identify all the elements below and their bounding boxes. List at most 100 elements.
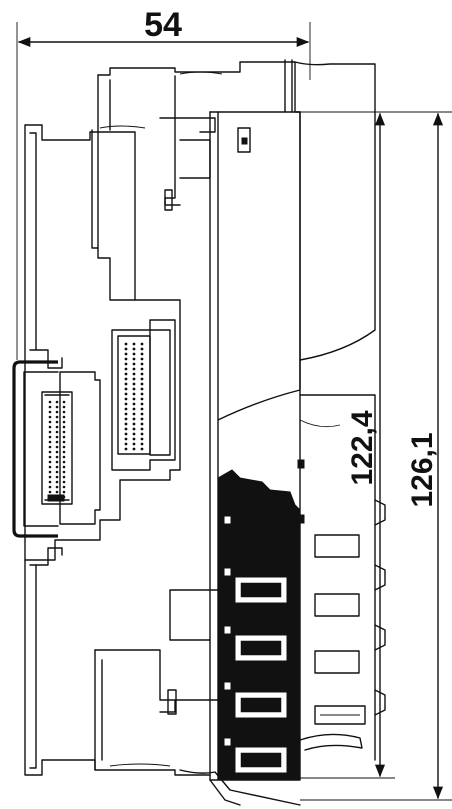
connector-pin [132, 362, 136, 366]
connector-pin [140, 427, 144, 431]
connector-pin [124, 377, 128, 381]
upper-cover [294, 61, 376, 361]
connector-pin [55, 430, 59, 434]
connector-pin [48, 400, 52, 404]
connector-pin [140, 442, 144, 446]
connector-pin [48, 450, 52, 454]
connector-pin [55, 475, 59, 479]
connector-pin [55, 405, 59, 409]
connector-pin [140, 412, 144, 416]
connector-pin [140, 352, 144, 356]
connector-pin [55, 470, 59, 474]
connector-pin [140, 362, 144, 366]
connector-pin [55, 485, 59, 489]
marker-window-1 [314, 534, 360, 558]
connector-pin [48, 410, 52, 414]
connector-pin [132, 432, 136, 436]
width-dimension: 54 [16, 6, 311, 360]
connector-pin [62, 410, 66, 414]
connector-pin [140, 402, 144, 406]
connector-pin [140, 372, 144, 376]
connector-pin [55, 490, 59, 494]
connector-pin [140, 447, 144, 451]
status-led [223, 515, 232, 525]
terminal-plug [239, 696, 283, 714]
connector-pin [132, 442, 136, 446]
connector-pin [55, 400, 59, 404]
connector-pin [62, 470, 66, 474]
connector-pin [48, 445, 52, 449]
connector-pin [132, 342, 136, 346]
connector-pin [62, 405, 66, 409]
connector-pin [55, 480, 59, 484]
rear-connector [41, 371, 101, 525]
connector-pin [62, 465, 66, 469]
connector-pin [48, 405, 52, 409]
connector-pin [140, 377, 144, 381]
rear-connector-pins [41, 391, 73, 505]
connector-pin [132, 372, 136, 376]
connector-pin [124, 437, 128, 441]
connector-pin [140, 367, 144, 371]
rear-connector-pin-grid [48, 400, 66, 499]
connector-pin [140, 417, 144, 421]
marker-strip [314, 705, 366, 725]
connector-pin [124, 427, 128, 431]
connector-pin [132, 437, 136, 441]
connector-pin [55, 460, 59, 464]
marker-window-3 [314, 650, 360, 674]
connector-pin [55, 455, 59, 459]
connector-pin [62, 445, 66, 449]
connector-pin [62, 440, 66, 444]
connector-pin [124, 367, 128, 371]
connector-pin [62, 480, 66, 484]
connector-pin [55, 415, 59, 419]
connector-pin [62, 460, 66, 464]
connector-pin [124, 382, 128, 386]
marker-window-2 [314, 593, 360, 617]
connector-pin [132, 357, 136, 361]
connector-pin [48, 490, 52, 494]
connector-pin [124, 387, 128, 391]
connector-pin [132, 387, 136, 391]
connector-pin [124, 412, 128, 416]
outer-height-dimension: 126,1 [300, 111, 452, 801]
connector-pin [132, 402, 136, 406]
connector-pin [124, 352, 128, 356]
connector-pin [124, 422, 128, 426]
connector-pin [62, 420, 66, 424]
connector-pin [62, 475, 66, 479]
connector-pin [132, 367, 136, 371]
marker-windows [297, 459, 386, 725]
connector-pin [62, 450, 66, 454]
connector-pin [140, 357, 144, 361]
connector-pin [124, 447, 128, 451]
connector-pin [48, 485, 52, 489]
connector-pin [62, 400, 66, 404]
connector-pin [62, 435, 66, 439]
connector-pin [140, 392, 144, 396]
middle-connector-pin-grid [124, 342, 144, 451]
connector-pin [132, 347, 136, 351]
connector-pin [124, 347, 128, 351]
connector-pin [55, 465, 59, 469]
connector-pin [140, 407, 144, 411]
housing-lower [94, 589, 363, 806]
terminal-plug [239, 581, 283, 599]
status-led [223, 681, 232, 691]
connector-pin [132, 427, 136, 431]
connector-pin [132, 352, 136, 356]
connector-pin [55, 435, 59, 439]
connector-pin [124, 442, 128, 446]
connector-pin [124, 397, 128, 401]
connector-pin [140, 342, 144, 346]
terminal-block [217, 469, 301, 781]
connector-pin [124, 432, 128, 436]
terminal-leds [223, 515, 232, 747]
housing-upper [91, 61, 301, 301]
connector-pin [55, 420, 59, 424]
inner-height-dimension: 122,4 [300, 111, 395, 779]
inner-height-dimension-label: 122,4 [346, 410, 379, 485]
connector-pin [124, 342, 128, 346]
din-rail [12, 360, 58, 538]
